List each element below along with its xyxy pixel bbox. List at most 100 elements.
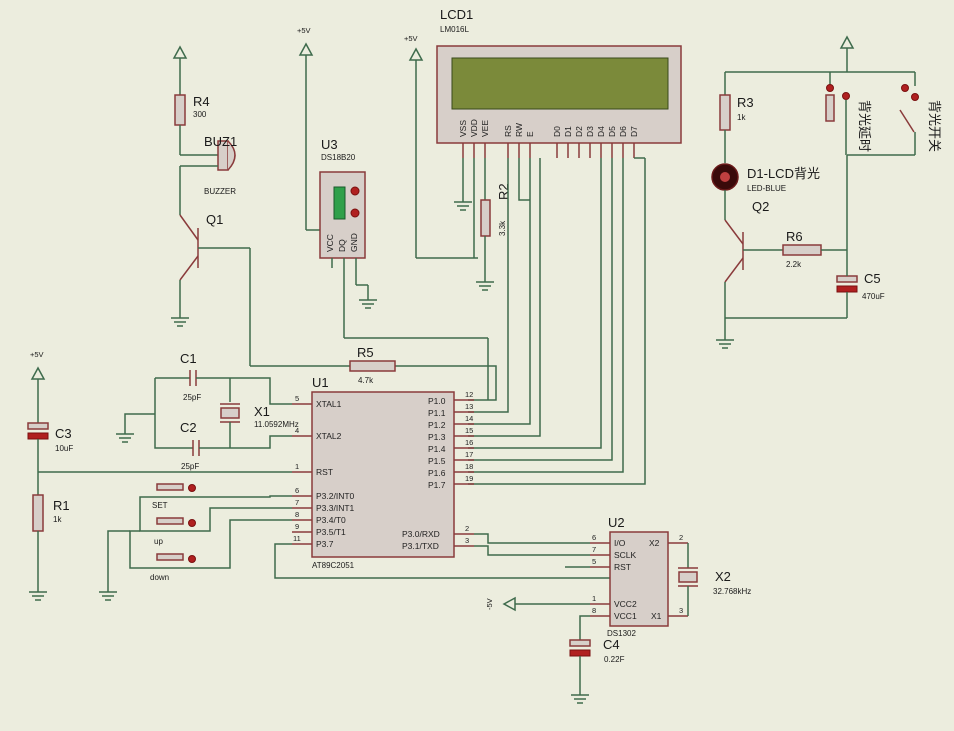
power-label-neg: -5V: [485, 598, 494, 610]
x1-value: 11.0592MHz: [254, 420, 299, 429]
lcd1-pin-e: E: [525, 131, 535, 137]
u1-pin-name: P3.2/INT0: [316, 491, 355, 501]
x2-ref: X2: [715, 569, 731, 584]
set-label: SET: [152, 501, 168, 510]
lcd1-pin-d7: D7: [629, 126, 639, 137]
u2-pin-num: 8: [592, 606, 596, 615]
switch-backlight-onoff: 背光开关: [847, 71, 942, 156]
u2-pin-name: X1: [651, 611, 662, 621]
lcd1-pin-rw: RW: [514, 123, 524, 137]
u2-pin-name: X2: [649, 538, 660, 548]
capacitor-c3: C3 10uF: [27, 422, 73, 453]
u1-pin-num: 17: [465, 450, 473, 459]
lcd1-pin-d3: D3: [585, 126, 595, 137]
c2-value: 25pF: [181, 462, 199, 471]
resistor-r5: R5 4.7k: [349, 345, 396, 385]
ground-crystal: [116, 433, 134, 443]
ground-q2: [716, 339, 734, 349]
d1-value: LED-BLUE: [747, 184, 786, 193]
ground-r2: [476, 281, 494, 291]
x2-value: 32.768kHz: [713, 587, 751, 596]
lcd1-ref: LCD1: [440, 7, 473, 22]
power-arrow-reset: +5V: [30, 350, 46, 423]
u1-pin-num: 8: [295, 510, 299, 519]
u1-pin-name: P3.5/T1: [316, 527, 346, 537]
u2-pin-name: SCLK: [614, 550, 637, 560]
power-arrow-lcd: +5V: [404, 34, 478, 259]
u1-pin-name: P1.6: [428, 468, 446, 478]
u1-pin-num: 6: [295, 486, 299, 495]
u1-pin-name: P1.0: [428, 396, 446, 406]
r1-ref: R1: [53, 498, 70, 513]
capacitor-c4: C4 0.22F: [569, 637, 625, 664]
x1-ref: X1: [254, 404, 270, 419]
resistor-r1: R1 1k: [32, 494, 70, 532]
r6-value: 2.2k: [786, 260, 802, 269]
u1-pin-name: RST: [316, 467, 333, 477]
u2-pin-num: 7: [592, 545, 596, 554]
u1-pin-name: P1.3: [428, 432, 446, 442]
lcd1-pin-d4: D4: [596, 126, 606, 137]
u1-pin-num: 5: [295, 394, 299, 403]
buzzer-buz1: BUZ1 BUZZER: [204, 134, 237, 196]
resistor-r4: R4 300: [174, 94, 210, 126]
d1-ref: D1-LCD背光: [747, 166, 820, 181]
ground-u3: [359, 299, 377, 309]
u2-pin-num: 1: [592, 594, 596, 603]
ground-buttons: [99, 591, 117, 601]
c2-ref: C2: [180, 420, 197, 435]
u2-pin-num: 5: [592, 557, 596, 566]
u1-pin-num: 15: [465, 426, 473, 435]
u1-pin-num: 3: [465, 536, 469, 545]
lcd1-pin-d5: D5: [607, 126, 617, 137]
capacitor-c5: C5 470uF: [836, 271, 885, 301]
u2-pin-num: 2: [679, 533, 683, 542]
sensor-u3: VCC DQ GND U3 DS18B20: [319, 137, 366, 259]
button-down: down: [150, 553, 196, 582]
led-d1: D1-LCD背光 LED-BLUE: [711, 163, 820, 193]
power-label-u3: +5V: [297, 26, 311, 35]
delay-label: 背光延时: [857, 100, 872, 152]
power-arrow-neg: -5V: [485, 596, 590, 612]
u2-pin-num: 6: [592, 533, 596, 542]
lcd1-pin-rs: RS: [503, 125, 513, 137]
u3-pin-vcc: VCC: [325, 234, 335, 252]
lcd1-pin-labels: VSS VDD VEE RS RW E D0 D1 D2 D3 D4 D5 D6…: [458, 119, 639, 137]
u2-ref: U2: [608, 515, 625, 530]
u1-pin-num: 19: [465, 474, 473, 483]
u1-pin-num: 2: [465, 524, 469, 533]
crystal-x1: X1 11.0592MHz: [220, 403, 299, 429]
u1-pin-num: 16: [465, 438, 473, 447]
down-label: down: [150, 573, 169, 582]
u3-ref: U3: [321, 137, 338, 152]
u1-pin-num: 14: [465, 414, 473, 423]
u2-pin-name: VCC2: [614, 599, 637, 609]
q2-ref: Q2: [752, 199, 769, 214]
up-label: up: [154, 537, 163, 546]
u1-pin-name: P3.1/TXD: [402, 541, 439, 551]
r5-ref: R5: [357, 345, 374, 360]
r1-value: 1k: [53, 515, 62, 524]
switch-label: 背光开关: [927, 100, 942, 152]
power-label-reset: +5V: [30, 350, 44, 359]
u1-pin-num: 9: [295, 522, 299, 531]
q1-ref: Q1: [206, 212, 223, 227]
u1-ref: U1: [312, 375, 329, 390]
lcd1-value: LM016L: [440, 25, 469, 34]
u1-value: AT89C2051: [312, 561, 355, 570]
resistor-r3: R3 1k: [719, 94, 754, 131]
u1-pin-name: P1.2: [428, 420, 446, 430]
u1-pin-name: P1.5: [428, 456, 446, 466]
c5-ref: C5: [864, 271, 881, 286]
transistor-q2: Q2: [724, 199, 769, 283]
u1-pin-num: 12: [465, 390, 473, 399]
r2-value: 3.3k: [498, 220, 507, 236]
u1-pin-name: XTAL1: [316, 399, 342, 409]
lcd1-pin-d2: D2: [574, 126, 584, 137]
